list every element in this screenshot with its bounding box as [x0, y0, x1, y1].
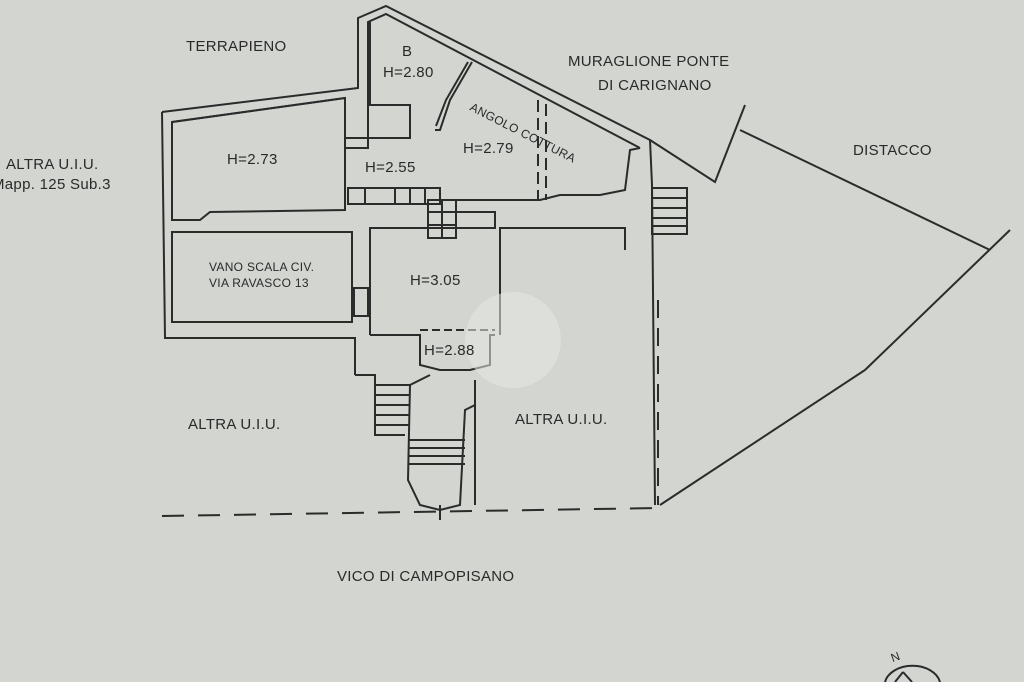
label-vano-scala-2: VIA RAVASCO 13 — [209, 276, 309, 290]
height-left-room: H=2.73 — [227, 151, 278, 168]
label-distacco: DISTACCO — [853, 142, 932, 159]
height-center-room: H=3.05 — [410, 272, 461, 289]
stairs-right — [651, 187, 688, 235]
street-line — [161, 507, 661, 517]
compass-icon — [884, 664, 941, 682]
label-muraglione-1: MURAGLIONE PONTE — [568, 53, 730, 70]
label-vano-scala-1: VANO SCALA CIV. — [209, 260, 315, 274]
room-b-wall — [344, 22, 411, 148]
vano-scala — [171, 231, 353, 323]
left-wall — [161, 111, 356, 375]
outer-wall — [161, 4, 656, 506]
label-muraglione-2: DI CARIGNANO — [598, 77, 712, 94]
label-terrapieno: TERRAPIENO — [186, 38, 287, 55]
label-altra-uiu-bottom-left: ALTRA U.I.U. — [188, 416, 281, 433]
partition-b — [435, 61, 473, 131]
height-entry: H=2.88 — [424, 342, 475, 359]
height-b: H=2.80 — [383, 64, 434, 81]
label-altra-uiu-left: ALTRA U.I.U. — [6, 156, 99, 173]
label-altra-uiu-bottom-right: ALTRA U.I.U. — [515, 411, 608, 428]
height-corridor: H=2.55 — [365, 159, 416, 176]
label-street: VICO DI CAMPOPISANO — [337, 568, 515, 585]
watermark — [465, 292, 561, 388]
label-mapp: Mapp. 125 Sub.3 — [0, 176, 111, 193]
height-kitchen: H=2.79 — [463, 140, 514, 157]
label-room-b: B — [402, 43, 413, 60]
outer-wall-inner — [171, 12, 641, 149]
room-left — [171, 96, 346, 221]
